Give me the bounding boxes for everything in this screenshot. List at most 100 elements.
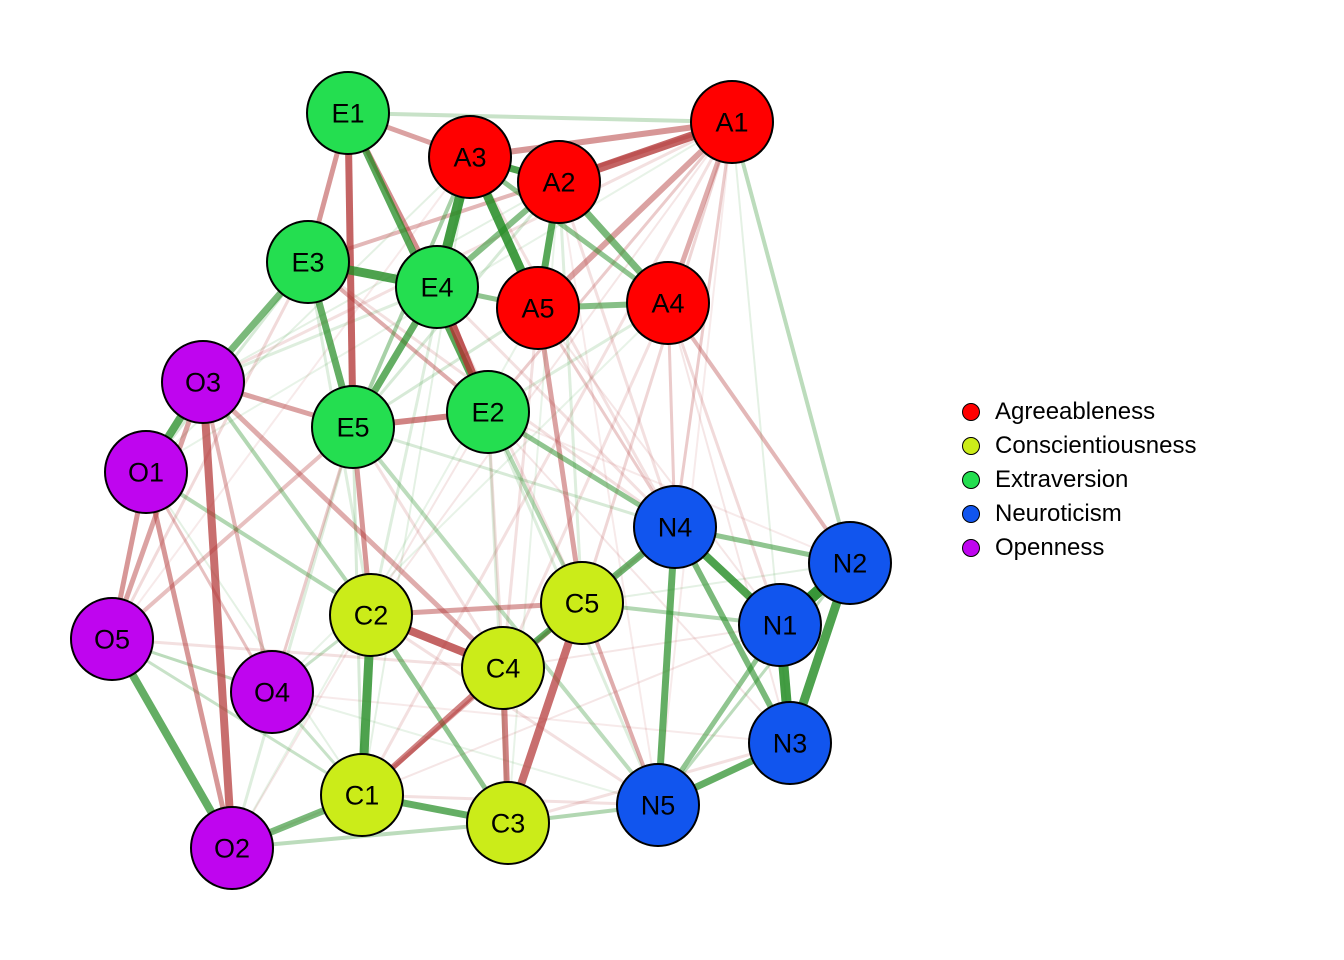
legend-swatch-openness-icon [962,539,980,557]
edge-E5-C4-negative [351,426,505,669]
edge-E5-N4-positive [352,425,676,529]
node-label-N3: N3 [773,728,808,758]
node-A5: A5 [496,266,580,350]
node-E2: E2 [446,370,530,454]
node-N3: N3 [748,701,832,785]
edge-A1-O3-negative [202,120,733,384]
node-label-E5: E5 [336,412,369,442]
legend-swatch-neuroticism-icon [962,505,980,523]
edge-E1-A1-positive [347,111,733,124]
node-circle-A2 [517,140,601,224]
edge-A2-C5-positive [557,181,584,604]
edge-O1-O2-negative [143,471,235,849]
node-circle-N3 [748,701,832,785]
node-A3: A3 [428,115,512,199]
edge-O3-C2-positive [201,380,373,617]
edge-O2-E5-positive [230,426,355,849]
node-label-O2: O2 [214,833,250,863]
edge-E4-O3-positive [202,285,438,384]
node-circle-O5 [70,597,154,681]
node-label-A2: A2 [542,167,575,197]
legend-swatch-agreeableness-icon [962,403,980,421]
node-N1: N1 [738,583,822,667]
node-O3: O3 [161,340,245,424]
edge-A4-N1-negative [666,302,782,626]
node-E3: E3 [266,220,350,304]
edge-A5-N4-negative [536,307,677,528]
node-O5: O5 [70,597,154,681]
edge-A4-N3-negative [667,302,791,744]
edge-O4-E5-negative [270,426,355,693]
legend-item-openness: Openness [962,531,1196,565]
node-N2: N2 [808,521,892,605]
node-label-C3: C3 [491,808,526,838]
node-label-E2: E2 [471,397,504,427]
node-N4: N4 [633,485,717,569]
node-label-A3: A3 [453,142,486,172]
edge-A1-N5-negative [657,121,733,806]
edge-A4-N2-negative [666,301,852,565]
node-circle-A5 [496,266,580,350]
node-E1: E1 [306,71,390,155]
legend-item-neuroticism: Neuroticism [962,497,1196,531]
edge-A1-C1-negative [360,121,734,796]
edge-O2-O3-negative [199,381,236,849]
node-circle-C1 [320,753,404,837]
node-label-N1: N1 [763,610,798,640]
node-C1: C1 [320,753,404,837]
edges-layer [108,110,855,852]
node-circle-E5 [311,385,395,469]
node-label-C1: C1 [345,780,380,810]
node-label-C5: C5 [565,588,600,618]
legend-item-extraversion: Extraversion [962,463,1196,497]
node-C5: C5 [540,561,624,645]
node-O2: O2 [190,806,274,890]
legend-label: Conscientiousness [995,432,1197,459]
node-A4: A4 [626,261,710,345]
legend: Agreeableness Conscientiousness Extraver… [962,395,1196,565]
node-circle-O1 [104,430,188,514]
node-label-N5: N5 [641,790,676,820]
edge-O3-O4-negative [201,381,274,693]
node-O4: O4 [230,650,314,734]
edge-A1-A3-negative [469,119,733,160]
edge-A5-N1-negative [537,307,781,626]
edge-O3-C4-negative [201,380,505,670]
edge-N5-O4-positive [271,691,659,806]
node-label-O3: O3 [185,367,221,397]
edge-A1-C2-negative [370,121,733,616]
node-C2: C2 [329,573,413,657]
node-A2: A2 [517,140,601,224]
node-circle-O4 [230,650,314,734]
legend-label: Neuroticism [995,500,1122,527]
edge-O5-C4-negative [111,637,504,670]
node-E5: E5 [311,385,395,469]
edge-O1-C2-positive [144,470,373,617]
node-label-C4: C4 [486,653,521,683]
edge-C4-E2-negative [486,411,505,669]
node-O1: O1 [104,430,188,514]
node-circle-E3 [266,220,350,304]
edge-A1-E2-negative [486,121,734,413]
edge-N2-N5-positive [656,562,852,806]
node-circle-N5 [616,763,700,847]
node-circle-E2 [446,370,530,454]
edge-E4-N4-negative [435,285,677,529]
node-label-A1: A1 [715,107,748,137]
legend-label: Openness [995,534,1105,561]
node-label-N2: N2 [833,548,868,578]
node-E4: E4 [395,245,479,329]
edge-A3-N4-negative [468,156,677,528]
node-label-N4: N4 [658,512,693,542]
node-circle-O2 [190,806,274,890]
node-label-C2: C2 [354,600,389,630]
node-circle-C2 [329,573,413,657]
edge-E5-N5-positive [351,425,660,807]
node-circle-A1 [690,80,774,164]
node-circle-C3 [466,781,550,865]
node-circle-C4 [461,626,545,710]
legend-label: Extraversion [995,466,1129,493]
